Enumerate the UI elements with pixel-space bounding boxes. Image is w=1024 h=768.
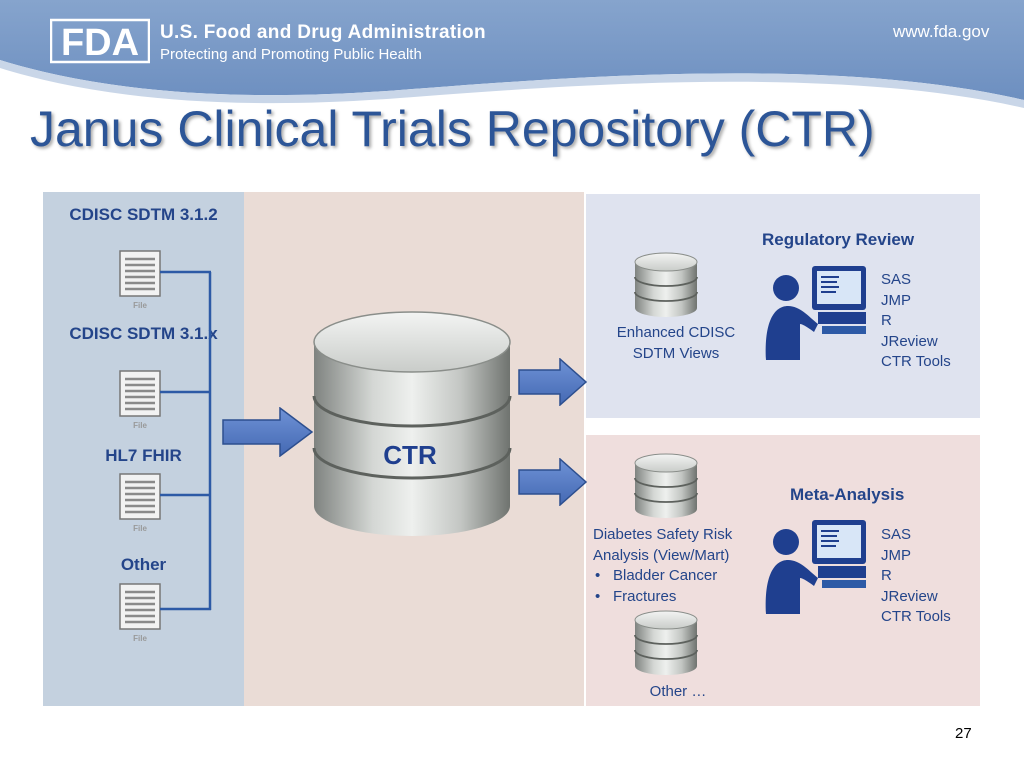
arrow-right-icon <box>518 358 588 406</box>
file-icon: File <box>119 473 161 533</box>
regulatory-tools-list: SAS JMP R JReview CTR Tools <box>881 270 951 373</box>
user-at-computer-icon <box>765 520 866 614</box>
website-link[interactable]: www.fda.gov <box>893 22 990 41</box>
slide-title: Janus Clinical Trials Repository (CTR) <box>30 101 875 157</box>
fda-logo-icon: FDA <box>50 18 150 64</box>
tool-item: JMP <box>881 546 911 564</box>
file-caption: File <box>133 524 147 533</box>
tool-item: JReview <box>881 332 938 350</box>
tool-item: CTR Tools <box>881 608 951 625</box>
logo-text: FDA <box>61 22 139 64</box>
view-title: Diabetes Safety Risk Analysis (View/Mart… <box>593 526 733 564</box>
tool-item: JReview <box>881 587 938 605</box>
tool-item: R <box>881 312 892 329</box>
tool-item: R <box>881 567 892 584</box>
arrow-right-icon <box>518 458 588 506</box>
regulatory-review-heading: Regulatory Review <box>762 230 915 249</box>
source-label-hl7-fhir: HL7 FHIR <box>105 446 182 465</box>
user-at-computer-icon <box>765 266 866 360</box>
file-caption: File <box>133 301 147 310</box>
ctr-label: CTR <box>383 440 437 470</box>
file-icon: File <box>119 250 161 310</box>
source-label-other: Other <box>120 555 167 574</box>
arrow-right-icon <box>222 407 314 457</box>
meta-tools-list: SAS JMP R JReview CTR Tools <box>881 525 951 628</box>
ctr-database-icon <box>312 311 512 536</box>
database-icon <box>634 252 698 317</box>
database-icon <box>634 610 698 675</box>
page-number: 27 <box>955 725 972 742</box>
view-items-list: Bladder Cancer Fractures <box>593 566 768 607</box>
source-label-sdtm-312: CDISC SDTM 3.1.2 <box>69 205 218 224</box>
database-icon <box>634 453 698 518</box>
source-connector-lines <box>160 270 212 611</box>
diabetes-safety-view: Diabetes Safety Risk Analysis (View/Mart… <box>593 525 768 607</box>
list-item: Bladder Cancer <box>593 566 768 587</box>
file-icon: File <box>119 583 161 643</box>
tool-item: CTR Tools <box>881 353 951 370</box>
org-name: U.S. Food and Drug Administration <box>160 22 486 43</box>
list-item: Fractures <box>593 587 768 608</box>
source-label-sdtm-31x: CDISC SDTM 3.1.x <box>69 324 218 343</box>
tool-item: JMP <box>881 291 911 309</box>
org-tagline: Protecting and Promoting Public Health <box>160 46 422 63</box>
other-views-label: Other … <box>649 683 707 700</box>
tool-item: SAS <box>881 526 912 543</box>
enhanced-sdtm-views-label: Enhanced CDISC SDTM Views <box>616 324 736 362</box>
meta-analysis-heading: Meta-Analysis <box>790 485 905 504</box>
header-banner <box>0 0 1024 108</box>
tool-item: SAS <box>881 271 912 288</box>
file-caption: File <box>133 634 147 643</box>
file-icon: File <box>119 370 161 430</box>
file-caption: File <box>133 421 147 430</box>
